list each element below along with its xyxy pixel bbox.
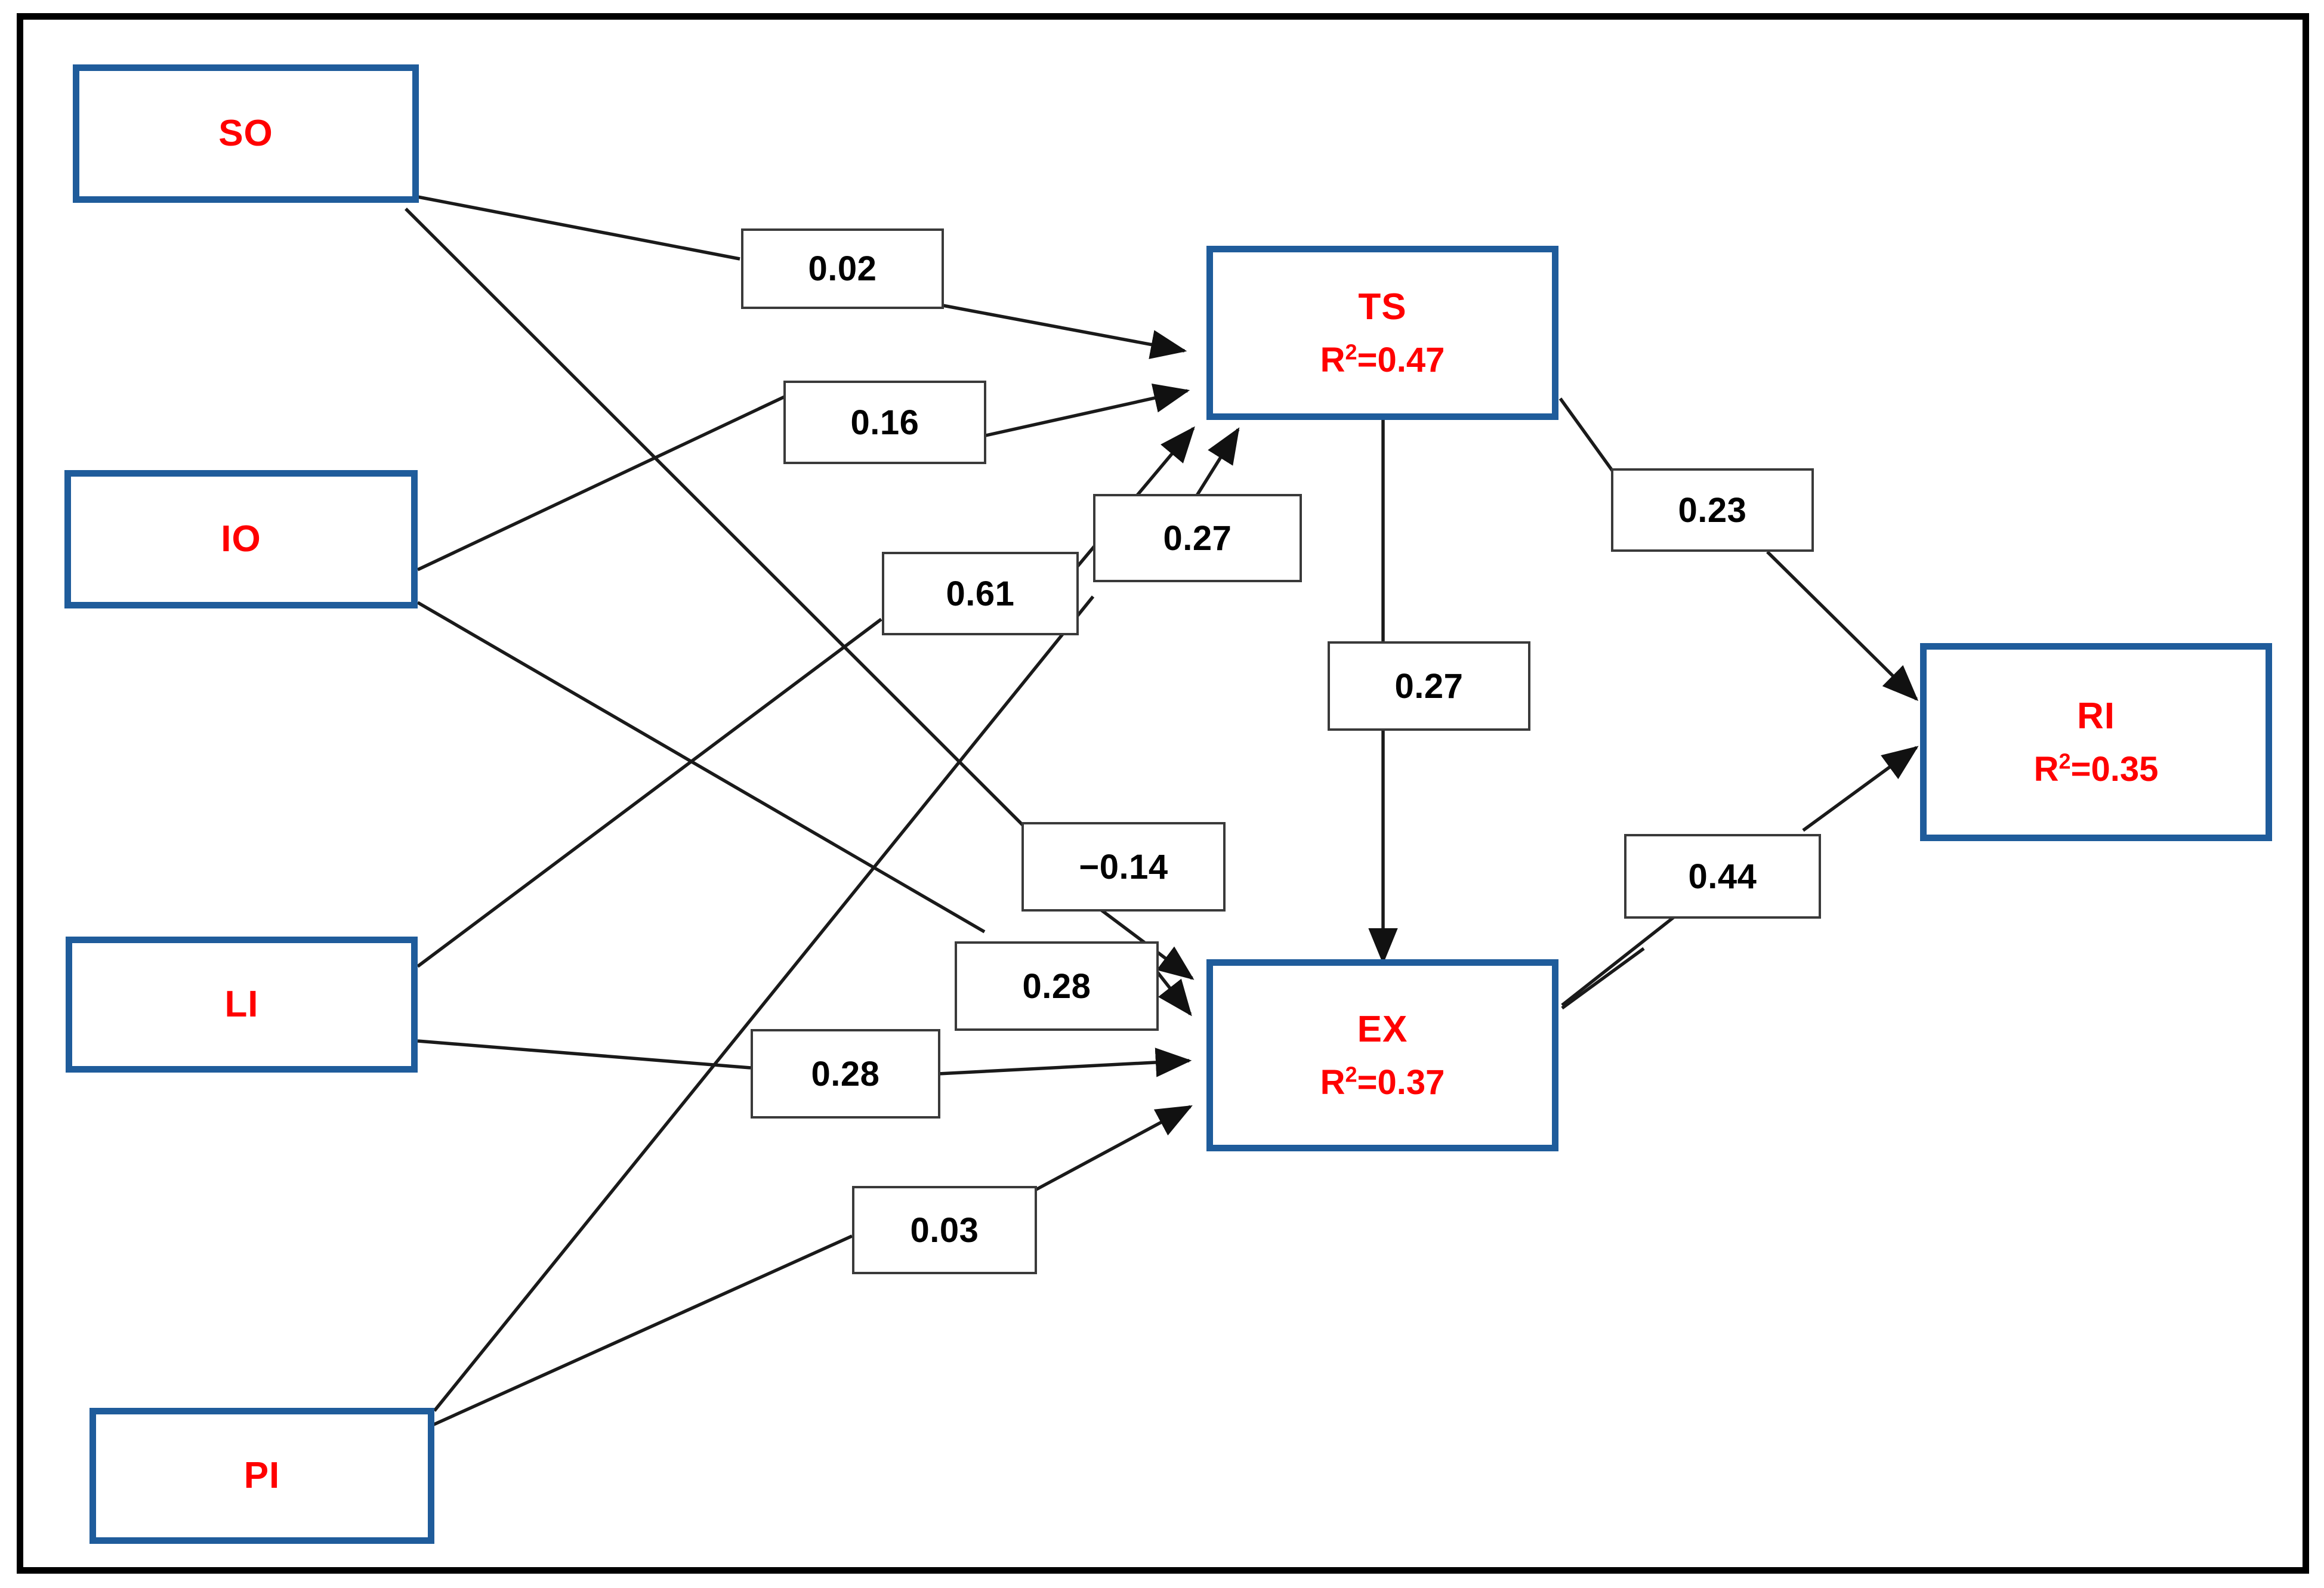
coef-io-ts[interactable]: 0.16 [783, 381, 986, 464]
node-ex[interactable]: EX R2=0.37 [1206, 959, 1558, 1151]
node-io-label: IO [221, 518, 261, 560]
coef-ex-ri[interactable]: 0.44 [1624, 834, 1821, 919]
node-so[interactable]: SO [73, 64, 419, 203]
coef-so-ex[interactable]: −0.14 [1021, 822, 1226, 912]
coef-li-ex[interactable]: 0.28 [751, 1029, 940, 1119]
coef-ts-ri[interactable]: 0.23 [1611, 468, 1814, 552]
node-ex-label: EX [1357, 1009, 1408, 1050]
node-io[interactable]: IO [64, 470, 418, 608]
coef-pi-ex[interactable]: 0.03 [852, 1186, 1037, 1274]
node-ts-r2: R2=0.47 [1320, 339, 1445, 379]
node-ri[interactable]: RI R2=0.35 [1920, 643, 2272, 841]
node-li[interactable]: LI [66, 937, 418, 1073]
node-li-label: LI [224, 984, 259, 1025]
coef-ts-ex[interactable]: 0.27 [1328, 641, 1530, 731]
coef-li-ts[interactable]: 0.61 [882, 552, 1079, 635]
node-ts[interactable]: TS R2=0.47 [1206, 246, 1558, 420]
node-ri-r2: R2=0.35 [2033, 749, 2159, 789]
node-pi[interactable]: PI [89, 1408, 434, 1544]
coef-so-ts[interactable]: 0.02 [741, 228, 944, 309]
node-ri-label: RI [2077, 696, 2115, 737]
node-ts-label: TS [1358, 286, 1407, 328]
node-so-label: SO [218, 113, 273, 155]
coef-io-ex[interactable]: 0.28 [955, 941, 1159, 1031]
node-pi-label: PI [243, 1455, 280, 1497]
coef-pi-ts[interactable]: 0.27 [1093, 494, 1302, 582]
node-ex-r2: R2=0.37 [1320, 1062, 1445, 1102]
